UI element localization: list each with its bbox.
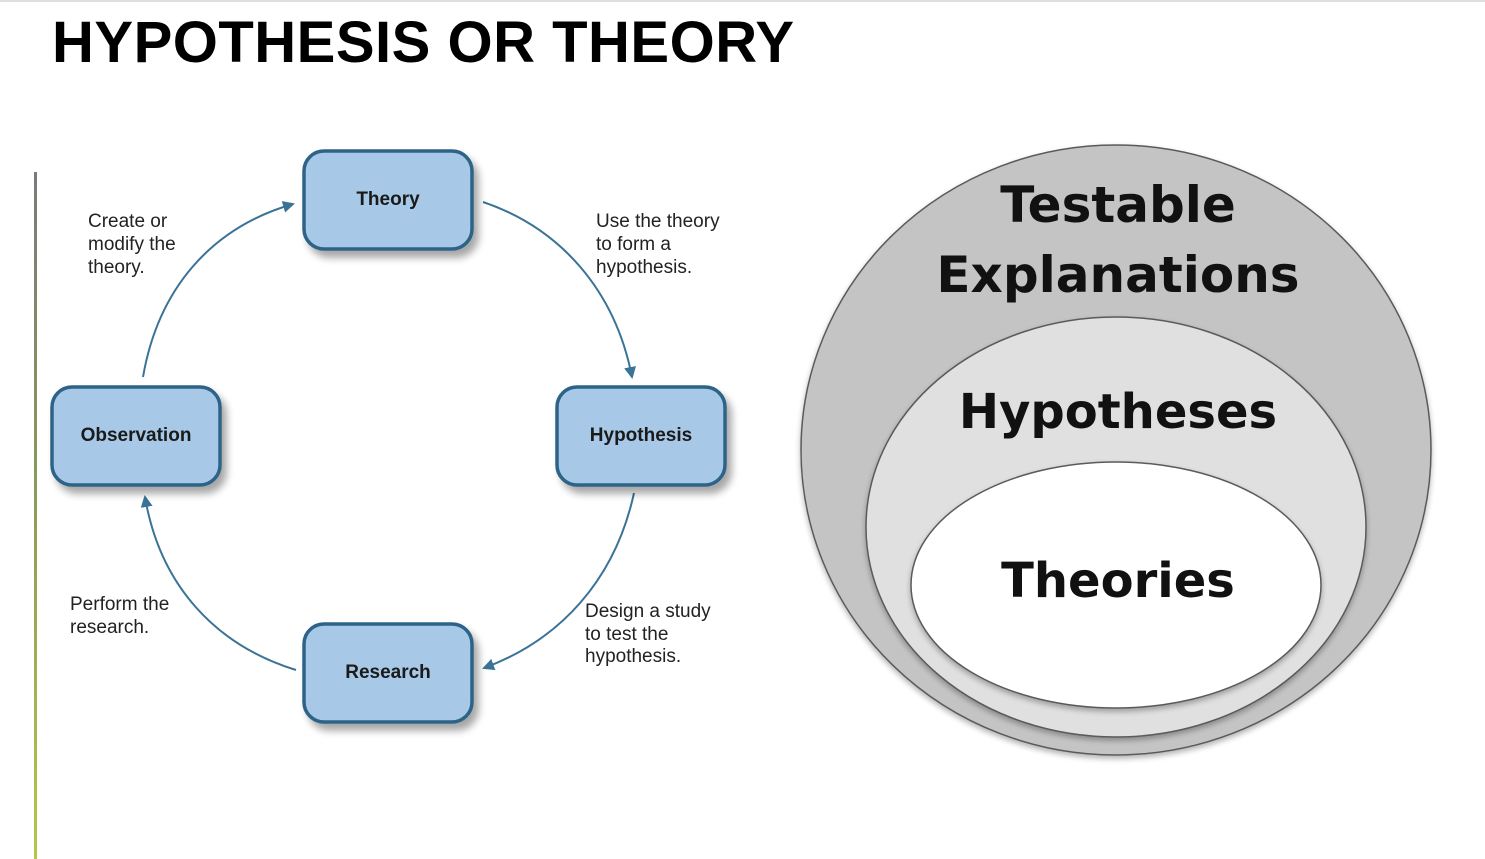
step-perform-text: Perform the research. — [70, 594, 169, 638]
step-perform-line-2: research. — [70, 617, 149, 638]
venn-middle-label: Hypotheses — [959, 384, 1277, 440]
arrow-theory-to-hypothesis — [482, 201, 636, 379]
node-hypothesis: Hypothesis — [555, 385, 727, 487]
node-theory: Theory — [302, 149, 474, 251]
scientific-cycle-diagram: Theory Hypothesis Research Observation C… — [50, 149, 727, 724]
node-research: Research — [302, 622, 474, 724]
node-theory-label: Theory — [356, 189, 420, 210]
venn-inner-ring — [910, 461, 1322, 709]
venn-outer-label-line-2: Explanations — [936, 246, 1299, 304]
step-use-line-3: hypothesis. — [596, 257, 692, 278]
step-use-text: Use the theory to form a hypothesis. — [596, 211, 720, 278]
step-design-line-3: hypothesis. — [585, 646, 681, 667]
step-perform-line-1: Perform the — [70, 594, 169, 615]
node-research-label: Research — [345, 662, 431, 683]
step-use-line-1: Use the theory — [596, 211, 720, 232]
slide-title: HYPOTHESIS OR THEORY — [52, 10, 795, 75]
node-observation: Observation — [50, 385, 222, 487]
left-accent-line — [34, 172, 37, 859]
top-rule — [0, 0, 1485, 2]
step-use-line-2: to form a — [596, 234, 671, 255]
step-create-line-3: theory. — [88, 257, 145, 278]
step-design-text: Design a study to test the hypothesis. — [585, 601, 711, 667]
step-create-line-1: Create or — [88, 211, 168, 232]
step-create-text: Create or modify the theory. — [88, 211, 176, 278]
node-observation-label: Observation — [81, 425, 192, 446]
venn-inner-label: Theories — [1001, 553, 1235, 609]
venn-outer-label-line-1: Testable — [1000, 176, 1236, 234]
node-hypothesis-label: Hypothesis — [590, 425, 692, 446]
arrow-hypothesis-to-research — [482, 492, 635, 671]
step-create-line-2: modify the — [88, 234, 176, 255]
step-design-line-2: to test the — [585, 624, 668, 645]
arrow-observation-to-theory — [142, 201, 295, 378]
arrow-research-to-observation — [140, 495, 297, 671]
step-design-line-1: Design a study — [585, 601, 711, 622]
